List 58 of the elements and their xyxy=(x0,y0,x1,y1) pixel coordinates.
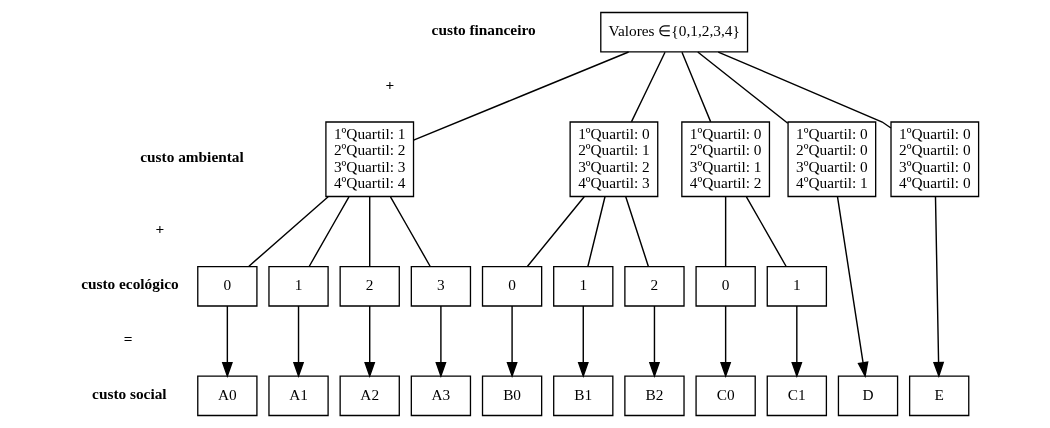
node-box: 0 xyxy=(481,265,542,307)
connector xyxy=(389,196,431,267)
connector xyxy=(624,196,649,267)
arrow xyxy=(292,305,304,378)
arrow xyxy=(221,305,233,378)
node-box: 3 xyxy=(410,265,471,307)
arrow xyxy=(648,305,660,378)
node-box: 1ºQuartil: 0 2ºQuartil: 0 3ºQuartil: 0 4ºQuartil: 0 xyxy=(889,121,979,198)
connector xyxy=(368,196,370,267)
node-box: 2 xyxy=(623,265,685,307)
connector xyxy=(745,196,787,267)
node-box: D xyxy=(837,375,898,417)
node-box: 1ºQuartil: 1 2ºQuartil: 2 3ºQuartil: 3 4ºQuartil: 4 xyxy=(324,121,414,198)
connector xyxy=(586,196,606,267)
label: + xyxy=(385,75,394,93)
arrow xyxy=(505,305,518,378)
arrow xyxy=(836,196,869,378)
arrow xyxy=(719,305,731,378)
connector xyxy=(247,196,329,267)
node-box: 1 xyxy=(766,265,827,307)
connector xyxy=(680,51,711,123)
node-box: B2 xyxy=(623,375,685,417)
node-box: 1ºQuartil: 0 2ºQuartil: 1 3ºQuartil: 2 4ºQuartil: 3 xyxy=(568,121,658,198)
connector xyxy=(724,196,726,267)
label: custo ambiental xyxy=(139,148,244,166)
arrow xyxy=(577,305,589,378)
label: custo financeiro xyxy=(431,21,536,39)
node-box: A1 xyxy=(267,375,329,417)
node-box: 0 xyxy=(694,265,756,307)
node-box: B1 xyxy=(552,375,613,417)
node-box: 0 xyxy=(196,265,258,307)
node-box: C0 xyxy=(694,375,756,417)
node-box: 1ºQuartil: 0 2ºQuartil: 0 3ºQuartil: 1 4ºQuartil: 2 xyxy=(680,121,770,198)
label: + xyxy=(155,220,164,238)
node-box: A2 xyxy=(339,375,400,417)
node-box: E xyxy=(908,375,969,417)
connector xyxy=(526,196,585,267)
node-box: A0 xyxy=(196,375,258,417)
label: = xyxy=(123,329,133,347)
arrow xyxy=(790,305,802,378)
arrow xyxy=(932,196,944,378)
arrow xyxy=(363,305,375,378)
node-box: 2 xyxy=(339,265,400,307)
node-box: B0 xyxy=(481,375,542,417)
connector xyxy=(696,51,788,124)
node-box: C1 xyxy=(766,375,827,417)
label: custo ecológico xyxy=(80,275,179,293)
node-box: 1 xyxy=(267,265,329,307)
node-box: 1ºQuartil: 0 2ºQuartil: 0 3ºQuartil: 0 4ºQuartil: 1 xyxy=(786,121,876,198)
arrow xyxy=(434,305,446,378)
label: custo social xyxy=(91,384,167,402)
connector xyxy=(717,51,892,129)
node-box: 1 xyxy=(552,265,613,307)
connector xyxy=(308,196,350,267)
node-box: Valores ∈{0,1,2,3,4} xyxy=(599,11,748,53)
connector xyxy=(630,51,666,123)
node-box: A3 xyxy=(410,375,471,417)
connector xyxy=(412,51,629,141)
